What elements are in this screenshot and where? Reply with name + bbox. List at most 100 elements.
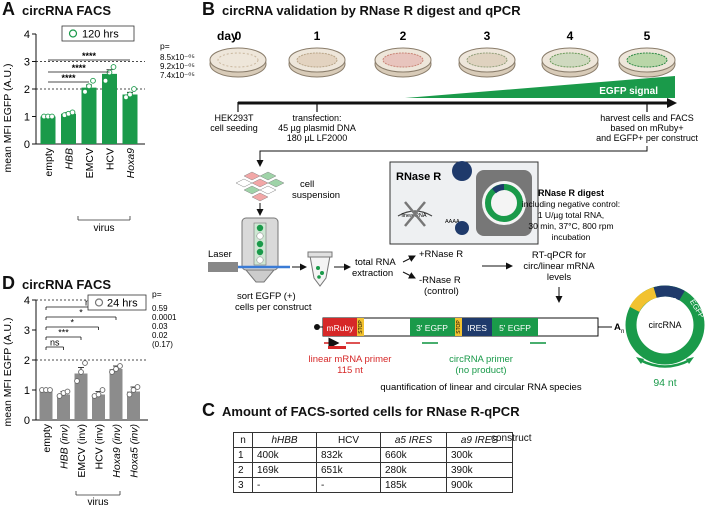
- sort-line1: sort EGFP (+): [237, 291, 296, 302]
- y-tick-label: 2: [24, 355, 30, 367]
- panel-a-letter: A: [2, 0, 15, 19]
- data-point: [117, 363, 123, 369]
- minus-rnase-line1: -RNase R: [419, 275, 461, 286]
- harvest-connector-arrow: [256, 146, 648, 167]
- rnase-enzyme-icon: [452, 161, 472, 181]
- panel-d-virus-label: virus: [87, 497, 108, 508]
- data-point: [95, 391, 102, 398]
- data-point: [69, 109, 76, 116]
- circ-primer-line2: (no product): [455, 365, 506, 376]
- svg-text:IRES: IRES: [467, 323, 487, 333]
- bar-empty: [39, 390, 53, 420]
- x-tick-label: HCV: [105, 148, 117, 170]
- circrna-ring-icon: [625, 285, 705, 365]
- table-header-cell: HCV: [316, 432, 381, 448]
- x-tick-label: Hoxa9: [125, 148, 137, 179]
- y-tick-label: 3: [24, 57, 30, 69]
- y-tick-label: 0: [24, 415, 30, 427]
- data-point: [78, 369, 84, 375]
- y-tick-label: 1: [24, 385, 30, 397]
- svg-text:mRuby: mRuby: [327, 323, 355, 333]
- panel-d-legend-label: 24 hrs: [107, 298, 138, 310]
- facs-sorter-icon: [241, 217, 279, 283]
- bar-hoxa9: [122, 94, 138, 144]
- x-tick-label: empty: [43, 147, 55, 176]
- x-tick-label: Hoxa5 (inv): [129, 424, 141, 478]
- panel-d-p-value-2: 0.0001: [152, 313, 177, 322]
- petri-dish-day3-icon: [458, 47, 516, 78]
- y-tick-label: 3: [24, 325, 30, 337]
- significance-label: ****: [72, 63, 87, 73]
- panel-d-legend-box: [87, 294, 147, 311]
- segment-ires: [462, 318, 492, 336]
- data-point: [82, 88, 88, 95]
- harvest-line2: based on mRuby+: [610, 123, 683, 133]
- quantification-label: quantification of linear and circular RN…: [380, 382, 581, 393]
- legend-circle-icon: [94, 298, 104, 307]
- rtqpcr-line3: levels: [547, 272, 572, 283]
- panel-a-p-value-1: 8.5x10⁻⁰⁵: [160, 53, 195, 62]
- data-point: [126, 391, 133, 398]
- bar-hcv-inv: [92, 394, 105, 420]
- transfection-line3: 180 µL LF2000: [287, 133, 347, 143]
- data-point: [90, 77, 96, 84]
- bar-hoxa9-inv: [109, 369, 123, 420]
- seeding-line2: cell seeding: [210, 123, 258, 133]
- segment-mruby: [323, 318, 357, 336]
- data-point: [106, 69, 113, 76]
- laser-icon: [208, 262, 238, 272]
- panel-b-title: circRNA validation by RNase R digest and…: [222, 3, 521, 18]
- significance-label: *: [79, 308, 83, 318]
- day-5-label: 5: [644, 29, 651, 43]
- bar-hoxa5-inv: [127, 391, 140, 420]
- circ-amplicon-label: 94 nt: [653, 377, 676, 389]
- rnase-digest-line1: including negative control:: [522, 199, 620, 209]
- data-point: [130, 387, 137, 393]
- data-point: [109, 369, 115, 375]
- segment-3prime-egfp: [410, 318, 455, 336]
- circ-ires-label: IRES: [659, 296, 677, 305]
- cells-table: n hHBB HCV a5 IRES a9 IRES 1 400k 832k 6…: [233, 432, 513, 493]
- panel-a-legend-label: 120 hrs: [82, 29, 119, 41]
- poly-a-sub: n: [621, 329, 624, 335]
- rnase-r-inset-title: RNase R: [396, 171, 441, 183]
- x-tick-label: EMCV: [84, 148, 96, 178]
- total-rna-line1: total RNA: [355, 257, 396, 268]
- panel-a-legend-box: [61, 25, 135, 42]
- panel-b-diagram: day 0 1 2 3 4 5 EGFP signal: [208, 29, 705, 393]
- egfp-signal-label: EGFP signal: [599, 86, 658, 97]
- panel-d-p-value-1: 0.59: [152, 304, 168, 313]
- bar-emcv-inv: [74, 373, 88, 420]
- day-1-label: 1: [314, 29, 321, 43]
- panel-a-p-header: p=: [160, 41, 170, 51]
- linear-primer-line1: linear mRNA primer: [309, 354, 392, 365]
- panel-a-ylabel: mean MFI EGFP (A.U.): [2, 64, 14, 173]
- panel-a-p-value-2: 9.2x10⁻⁰⁵: [160, 62, 195, 71]
- bar-hbb-inv: [57, 394, 70, 420]
- svg-text:5' EGFP: 5' EGFP: [499, 323, 531, 333]
- harvest-line1: harvest cells and FACS: [600, 113, 694, 123]
- x-tick-label: HBB: [64, 148, 76, 170]
- segment-5prime-egfp: [492, 318, 538, 336]
- linear-primer-line2: 115 nt: [337, 365, 363, 376]
- panel-d-ylabel: mean MFI EGFP (A.U.): [2, 318, 14, 427]
- rnase-digest-line2: 1 U/µg total RNA,: [538, 210, 604, 220]
- egfp-signal-wedge: [405, 76, 675, 98]
- significance-label: ***: [58, 328, 69, 338]
- table-header-cell: hHBB: [252, 432, 317, 448]
- data-point: [123, 94, 129, 101]
- segment-stop-2: [455, 318, 462, 336]
- rnase-digest-line3: 30 min, 37°C, 800 rpm: [528, 221, 613, 231]
- bar-hbb: [61, 113, 76, 144]
- x-tick-label: HCV (inv): [94, 424, 106, 470]
- total-rna-line2: extraction: [352, 268, 393, 279]
- legend-circle-icon: [68, 29, 78, 38]
- panel-d-p-value-5: (0.17): [152, 340, 173, 349]
- cell-suspension-line1: cell: [300, 179, 314, 190]
- y-tick-label: 4: [24, 29, 30, 41]
- x-tick-label: Hoxa9 (inv): [111, 424, 123, 478]
- harvest-line3: and EGFP+ per construct: [596, 133, 698, 143]
- petri-dish-day5-icon: [618, 47, 676, 78]
- table-header-row: n hHBB HCV a5 IRES a9 IRES: [233, 432, 513, 448]
- circ-center-label: circRNA: [649, 320, 682, 330]
